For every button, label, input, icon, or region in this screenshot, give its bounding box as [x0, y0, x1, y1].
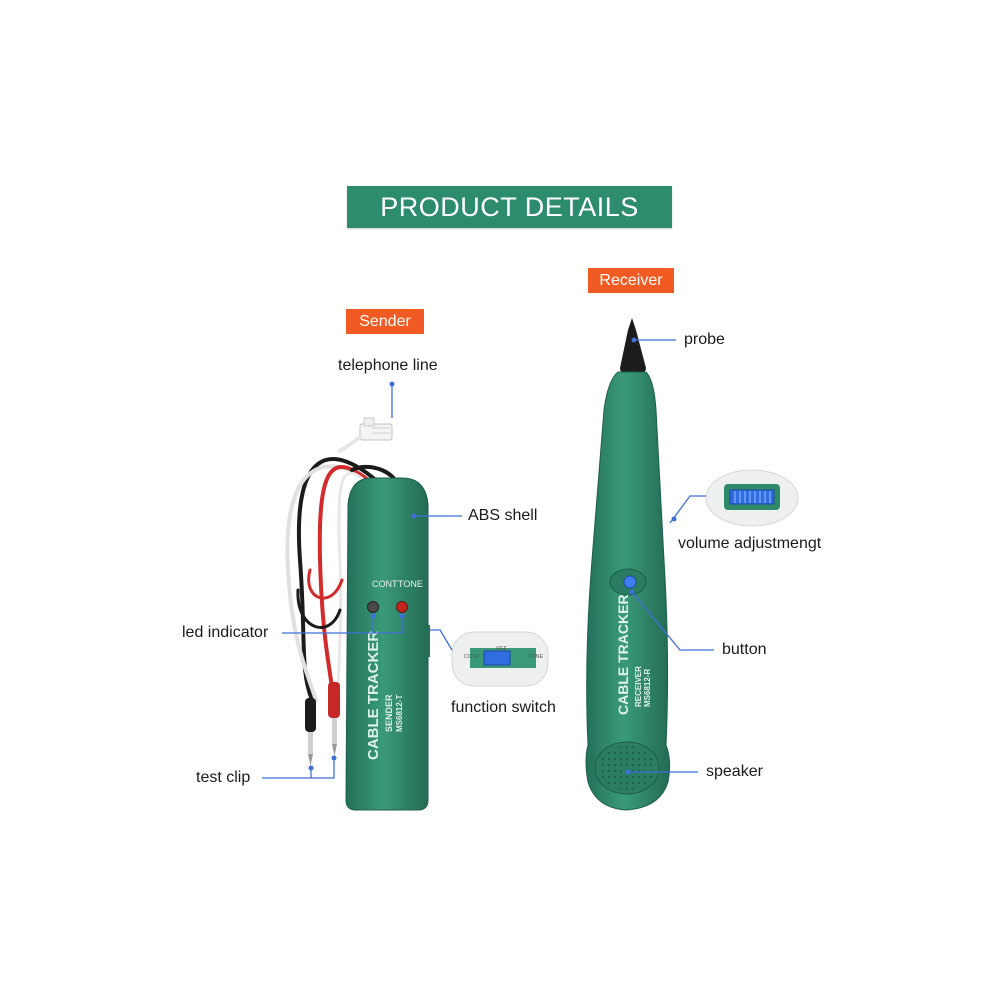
function-switch-zoom: CONT OFF TONE: [451, 631, 549, 687]
volume-zoom: [705, 469, 799, 527]
product-details-banner: PRODUCT DETAILS: [347, 186, 672, 228]
tone-led-icon: [396, 601, 408, 613]
receiver-tag-label: Receiver: [599, 271, 663, 289]
sender-tag-label: Sender: [359, 312, 411, 330]
receiver-device: CABLE TRACKER RECEIVER MS6812-R: [585, 318, 671, 811]
volume-adjustment-label: volume adjustmengt: [678, 535, 822, 552]
volume-wheel-icon: [729, 489, 775, 505]
callout-dots: [308, 337, 677, 775]
banner-title: PRODUCT DETAILS: [380, 191, 639, 222]
cont-indicator-label: CONT: [372, 579, 398, 589]
tone-indicator-label: TONE: [398, 579, 423, 589]
test-clip-label: test clip: [196, 769, 251, 786]
sender-unit-text: SENDER: [384, 694, 394, 732]
sender-device: CONT TONE CABLE TRACKER SENDER MS6812-T: [345, 477, 430, 811]
cont-led-icon: [367, 601, 379, 613]
led-indicator-label: led indicator: [182, 624, 269, 641]
switch-tone-label: TONE: [528, 654, 544, 660]
probe-label: probe: [684, 331, 725, 348]
sender-tag: Sender: [346, 309, 424, 334]
function-switch-label: function switch: [451, 699, 556, 716]
test-clip-black: [305, 698, 316, 766]
abs-shell-label: ABS shell: [468, 507, 538, 524]
probe-tip-icon: [620, 318, 646, 376]
speaker-label: speaker: [706, 763, 763, 780]
switch-off-label: OFF: [496, 646, 508, 652]
receiver-button-icon: [623, 575, 637, 589]
receiver-brand-text: CABLE TRACKER: [615, 594, 631, 715]
test-clip-red: [328, 682, 340, 756]
switch-cont-label: CONT: [464, 654, 480, 660]
switch-slider-icon: [483, 650, 511, 666]
sender-model-text: MS6812-T: [395, 695, 404, 732]
telephone-plug: [336, 417, 393, 454]
button-label: button: [722, 641, 767, 658]
telephone-line-label: telephone line: [338, 357, 438, 374]
speaker-grille-icon: [599, 746, 655, 790]
receiver-model-text: MS6812-R: [643, 669, 652, 707]
receiver-unit-text: RECEIVER: [634, 666, 643, 707]
receiver-tag: Receiver: [588, 268, 674, 293]
callout-lines: [262, 339, 714, 779]
sender-brand-text: CABLE TRACKER: [365, 631, 382, 760]
